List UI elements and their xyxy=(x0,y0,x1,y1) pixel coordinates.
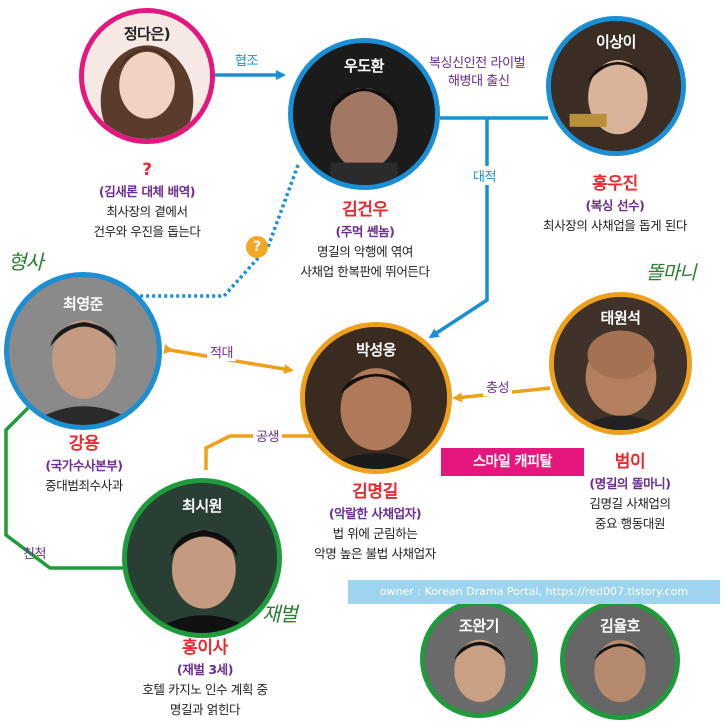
actor-cho: 조완기 xyxy=(459,617,499,635)
caption-tae: 범이 (명길의 똘마니) 김명길 사채업의 중요 행동대원 xyxy=(560,450,700,534)
character-desc-tae-2: 중요 행동대원 xyxy=(594,516,666,531)
actor-park: 박성웅 xyxy=(356,341,396,359)
actor-kim: 김율호 xyxy=(600,617,640,635)
actor-woo: 우도환 xyxy=(344,57,384,75)
character-desc-jung-2: 건우와 우진을 돕는다 xyxy=(93,224,201,239)
character-desc-jung-1: 최사장의 곁에서 xyxy=(106,204,188,219)
relation-label-symbiosis: 공생 xyxy=(253,426,283,445)
character-desc-tae-1: 김명길 사채업의 xyxy=(589,496,671,511)
caption-park: 김명길 (악랄한 사채업자) 법 위에 군림하는 악명 높은 불법 사채업자 xyxy=(280,480,470,564)
portrait-tae xyxy=(554,297,687,430)
node-jung: 정다은) xyxy=(79,8,215,144)
node-park: 박성웅 xyxy=(300,322,452,474)
character-desc-siwon-2: 명길과 얽힌다 xyxy=(169,702,241,717)
portrait-choi xyxy=(9,277,157,425)
character-role-siwon: (재벌 3세) xyxy=(176,662,234,677)
portrait-woo xyxy=(293,43,435,185)
caption-woo: 김건우 (주먹 쎈놈) 명길의 악행에 엮여 사채업 한복판에 뛰어든다 xyxy=(280,198,450,282)
character-desc-park-2: 악명 높은 불법 사채업자 xyxy=(314,546,436,561)
character-name-park: 김명길 xyxy=(352,482,398,502)
owner-credit: owner : Korean Drama Portal, https://red… xyxy=(348,580,720,604)
character-role-woo: (주먹 쎈놈) xyxy=(335,224,395,239)
portrait-jung xyxy=(84,13,210,139)
tag-detective: 형사 xyxy=(8,250,44,274)
character-name-lee: 홍우진 xyxy=(592,174,638,194)
node-woo: 우도환 xyxy=(288,38,440,190)
character-role-tae: (명길의 똘마니) xyxy=(589,476,671,491)
node-lee: 이상이 xyxy=(546,16,686,156)
line-dotted xyxy=(110,164,300,298)
actor-lee: 이상이 xyxy=(596,33,636,51)
caption-jung: ? (김새론 대체 배역) 최사장의 곁에서 건우와 우진을 돕는다 xyxy=(72,158,222,242)
actor-choi: 최영준 xyxy=(63,295,103,313)
character-name-siwon: 홍이사 xyxy=(182,638,228,658)
character-name-tae: 범이 xyxy=(614,452,646,472)
character-name-choi: 강용 xyxy=(68,434,100,454)
relation-label-rival-2: 해병대 출신 xyxy=(448,74,510,89)
node-siwon: 최시원 xyxy=(122,478,282,638)
character-name-jung: ? xyxy=(142,160,152,180)
character-desc-park-1: 법 위에 군림하는 xyxy=(332,526,418,541)
relation-label-rival-1: 복싱신인전 라이벌 xyxy=(429,56,526,71)
node-kim: 김율호 xyxy=(560,600,680,720)
actor-jung: 정다은) xyxy=(123,25,171,43)
node-choi: 최영준 xyxy=(4,272,162,430)
character-desc-woo-1: 명길의 악행에 엮여 xyxy=(317,244,413,259)
character-role-jung: (김새론 대체 배역) xyxy=(98,184,196,199)
portrait-lee xyxy=(551,21,681,151)
actor-siwon: 최시원 xyxy=(182,497,222,515)
unknown-relation-marker: ? xyxy=(246,236,268,258)
character-role-lee: (복싱 선수) xyxy=(585,198,645,213)
portrait-park xyxy=(305,327,447,469)
tag-minion: 똘마니 xyxy=(646,262,696,284)
portrait-kim xyxy=(565,605,675,715)
relation-label-oppose: 대적 xyxy=(470,166,500,185)
tag-chaebol: 재벌 xyxy=(262,602,298,626)
character-desc-woo-2: 사채업 한복판에 뛰어든다 xyxy=(300,264,430,279)
character-role-park: (악랄한 사채업자) xyxy=(328,506,422,521)
caption-siwon: 홍이사 (재벌 3세) 호텔 카지노 인수 계획 중 명길과 얽힌다 xyxy=(110,636,300,720)
caption-choi: 강용 (국가수사본부) 중대범죄수사과 xyxy=(14,432,154,496)
character-desc-choi-1: 중대범죄수사과 xyxy=(45,478,123,493)
caption-lee: 홍우진 (복싱 선수) 최사장의 사채업을 돕게 된다 xyxy=(520,172,710,236)
portrait-cho xyxy=(425,605,533,713)
character-role-choi: (국가수사본부) xyxy=(45,458,123,473)
actor-tae: 태원석 xyxy=(600,309,641,327)
character-name-woo: 김건우 xyxy=(342,200,388,220)
portrait-siwon xyxy=(127,483,277,633)
character-desc-lee-1: 최사장의 사채업을 돕게 된다 xyxy=(543,218,687,233)
node-tae: 태원석 xyxy=(549,292,692,435)
company-badge: 스마일 캐피탈 xyxy=(441,448,584,476)
character-desc-siwon-1: 호텔 카지노 인수 계획 중 xyxy=(142,682,268,697)
relation-label-coop: 협조 xyxy=(232,50,262,69)
relation-label-enemy: 적대 xyxy=(207,342,237,361)
relation-label-loyal: 충성 xyxy=(483,377,513,396)
relation-label-relative: 친척 xyxy=(23,547,47,562)
node-cho: 조완기 xyxy=(420,600,538,718)
